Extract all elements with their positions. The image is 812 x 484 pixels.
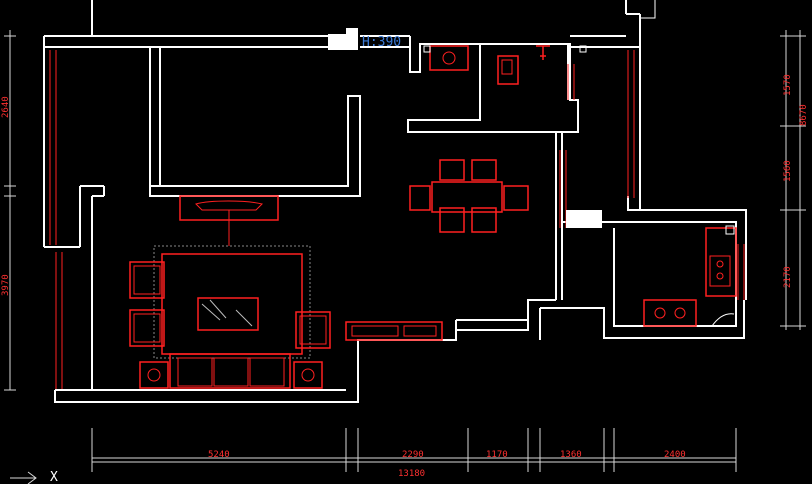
sofa [169,353,291,389]
height-label: H:390 [362,35,401,50]
dim-right-2: 1560 [783,160,793,182]
side-table-right [293,361,323,389]
dim-left-2: 3970 [1,274,11,296]
window-left [49,50,63,390]
dining-chair-5 [409,185,431,211]
dim-bottom-5: 2400 [664,450,686,460]
dim-right-3: 2170 [783,266,793,288]
kitchen-door-swing [711,313,735,327]
wall-top-right [91,0,641,48]
kitchen-counter [705,227,737,297]
bath-sink [429,45,469,71]
dining-chair-4 [471,207,497,233]
armchair-left-bottom [129,309,165,347]
coffee-table-texture [201,299,253,327]
wall-top-right-red [640,0,656,19]
kitchen-sink [709,255,731,287]
dining-chair-3 [439,207,465,233]
wall-bathroom [407,36,579,133]
dim-right-1: 1570 [783,74,793,96]
dim-left-1: 2640 [1,96,11,118]
opening-block-right [566,210,602,228]
armchair-right [295,311,331,349]
toilet [497,55,519,85]
dim-bottom-2: 2290 [402,450,424,460]
rug-outline [153,245,311,359]
dining-chair-1 [439,159,465,181]
side-table-left [139,361,169,389]
wall-right [555,47,747,300]
wall-top [44,35,410,48]
shower-icon [536,45,550,60]
dim-bottom-total: 13180 [398,469,425,479]
stove [643,299,697,327]
dim-bottom-3: 1170 [486,450,508,460]
armchair-left-top [129,261,165,299]
window-right [627,50,635,198]
wall-center-block [149,46,361,197]
opening-block-top [328,34,358,50]
wall-corridor [455,319,528,330]
axis-x-label: X [50,470,58,484]
drain-kitchen [725,225,735,235]
drain-left [423,45,431,53]
dim-bottom-1: 5240 [208,450,230,460]
dining-table [431,181,503,213]
wall-bottom-right [539,300,745,340]
wall-bottom [54,299,556,403]
coffee-table [197,297,259,331]
dim-right-total: 8670 [799,104,809,126]
dining-chair-6 [503,185,529,211]
dining-chair-2 [471,159,497,181]
dim-bottom-4: 1360 [560,450,582,460]
dimension-lines [4,30,806,484]
tv-icon [195,200,263,211]
furniture [129,45,737,389]
window-bath [567,64,575,100]
drain-right [579,45,587,53]
sideboard [345,321,443,341]
opening-block-top-small [346,28,358,36]
rug [161,253,303,355]
window-kitchen-right [737,244,745,300]
wall-left [43,36,105,390]
